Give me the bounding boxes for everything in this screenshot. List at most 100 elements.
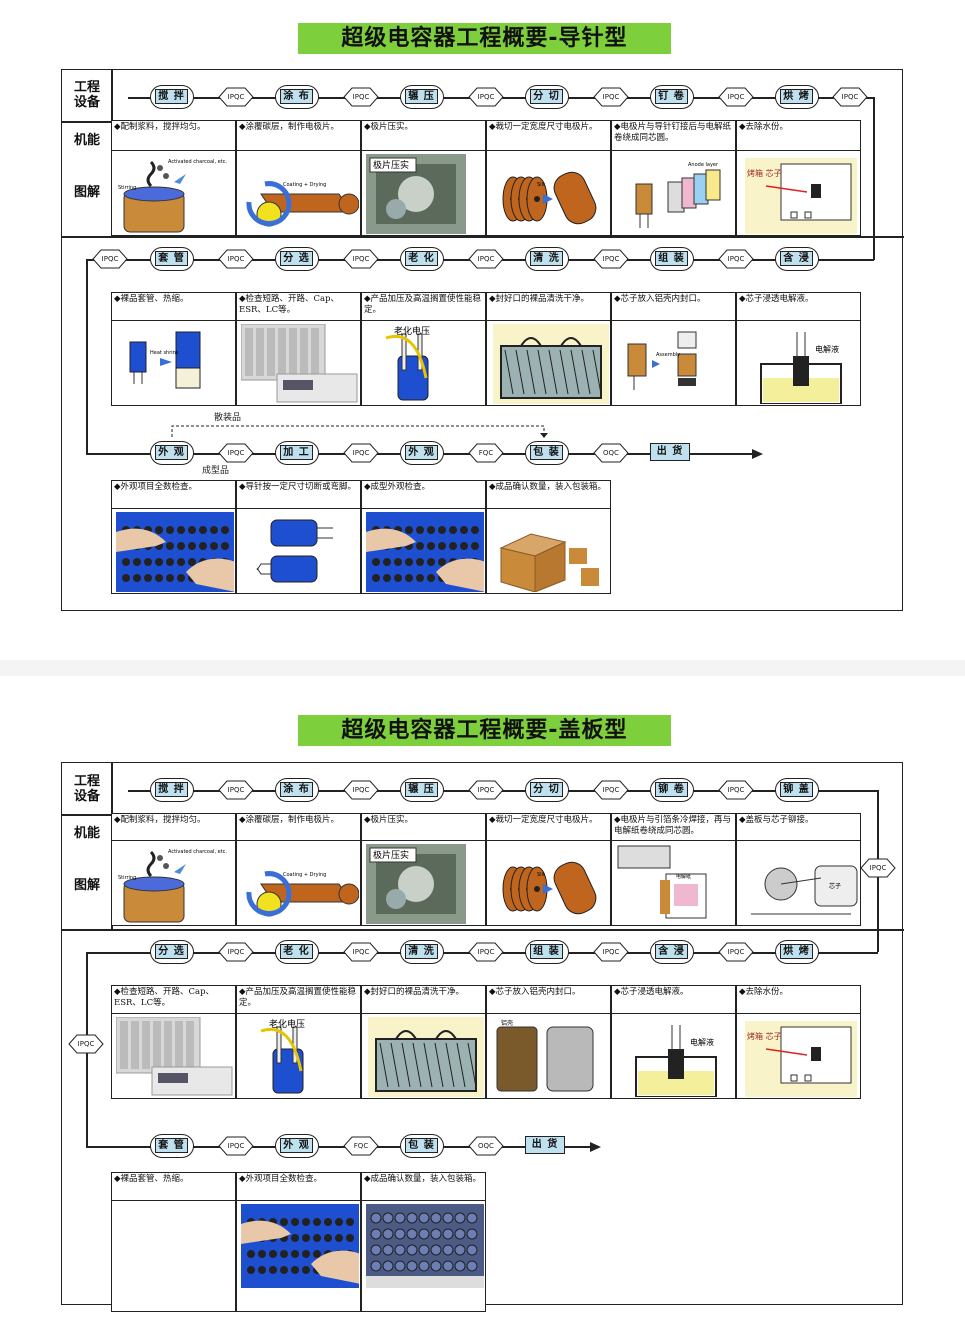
p1-r1-illustration-4: Anode layer xyxy=(616,154,734,234)
p1-r2-illustration-graphic-4: Assembly xyxy=(627,331,697,390)
p1-r1-cell-3: ◆裁切一定宽度尺寸电极片。Slit xyxy=(486,120,611,236)
svg-text:电解液: 电解液 xyxy=(690,1037,714,1047)
p2-r2-illustration-1: 老化电压 xyxy=(241,1017,359,1097)
page-title-2: 超级电容器工程概要-盖板型 xyxy=(298,715,671,746)
p2-r1-illustration-graphic-0: Activated charcoal, etc.Stirring xyxy=(118,849,227,923)
p1-step-r2-1[interactable]: 分 选 xyxy=(275,247,319,271)
p1-step-r2-4[interactable]: 组 装 xyxy=(650,247,694,271)
p1-step-r1-2[interactable]: 辗 压 xyxy=(400,85,444,109)
p2-r2-cell-0: ◆检查短路、开路、Cap、ESR、LC等。 xyxy=(111,985,236,1099)
p2-r3-illustration-2 xyxy=(366,1204,484,1310)
p1-r2-illustration-graphic-2: 老化电压 xyxy=(385,325,430,401)
p2-step-r2-3[interactable]: 组 装 xyxy=(525,940,569,964)
p1-step-r1-3-label: 分 切 xyxy=(530,89,563,104)
p2-step-r1-4[interactable]: 铆 卷 xyxy=(650,778,694,802)
p2-check-r1-4-label: IPQC xyxy=(727,786,745,794)
p1-check-r3-2: FQC xyxy=(468,443,504,463)
p2-check-r2-4-label: IPQC xyxy=(727,948,745,956)
p2-r1-desc-3: ◆裁切一定宽度尺寸电极片。 xyxy=(487,814,611,841)
p2-step-r2-4[interactable]: 含 浸 xyxy=(650,940,694,964)
p2-check-r3-1-label: FQC xyxy=(353,1142,369,1150)
p2-r2-illustration-graphic-3: 铝壳 xyxy=(496,1019,594,1092)
p1-check-r1-2-label: IPQC xyxy=(477,93,495,101)
p2-step-r1-0[interactable]: 搅 拌 xyxy=(150,778,194,802)
p2-r1-illustration-3: Slit xyxy=(491,844,609,924)
p2-r3-illustration-1 xyxy=(241,1204,359,1310)
p2-step-r2-0[interactable]: 分 选 xyxy=(150,940,194,964)
p1-step-r2-2[interactable]: 老 化 xyxy=(400,247,444,271)
p2-step-r3-2-label: 包 装 xyxy=(405,1138,438,1153)
p2-r1-cell-1: ◆涂覆碳层，制作电极片。Coating + Drying xyxy=(236,813,361,926)
p1-check-r2-3: IPQC xyxy=(468,249,504,269)
p2-check-r1-2: IPQC xyxy=(468,780,504,800)
p1-step-r2-5[interactable]: 含 浸 xyxy=(775,247,819,271)
p2-r2-cell-5: ◆去除水份。烤箱 芯子 xyxy=(736,985,861,1099)
p1-step-r3-3[interactable]: 包 装 xyxy=(525,441,569,465)
p1-r2-illustration-4: Assembly xyxy=(616,324,734,404)
svg-text:铝壳: 铝壳 xyxy=(501,1019,513,1027)
p1-r3-illustration-3 xyxy=(491,512,609,592)
p1-check-r1-2: IPQC xyxy=(468,87,504,107)
p1-r1-desc-1: ◆涂覆碳层，制作电极片。 xyxy=(237,121,361,151)
p1-step-r2-0[interactable]: 套 管 xyxy=(150,247,194,271)
p2-step-r2-2[interactable]: 清 洗 xyxy=(400,940,444,964)
svg-text:Anode layer: Anode layer xyxy=(688,162,719,168)
p2-step-r1-5[interactable]: 铆 盖 xyxy=(775,778,819,802)
p1-check-r1-1: IPQC xyxy=(343,87,379,107)
p1-r1-cell-5: ◆去除水份。烤箱 芯子 xyxy=(736,120,861,236)
p1-r3-illustration-graphic-0 xyxy=(116,512,234,592)
p2-check-r1-3: IPQC xyxy=(593,780,629,800)
svg-text:极片压实: 极片压实 xyxy=(373,159,409,171)
p2-step-r2-1[interactable]: 老 化 xyxy=(275,940,319,964)
p1-step-r1-3[interactable]: 分 切 xyxy=(525,85,569,109)
p1-r1-desc-2: ◆极片压实。 xyxy=(362,121,486,151)
p2-r2-desc-0: ◆检查短路、开路、Cap、ESR、LC等。 xyxy=(112,986,236,1014)
p1-r3-illustration-0 xyxy=(116,512,234,592)
p1-r2-desc-4: ◆芯子放入铝壳内封口。 xyxy=(612,293,736,321)
p1-step-r1-4[interactable]: 钉 卷 xyxy=(650,85,694,109)
p1-r1-illustration-graphic-0: Activated charcoal, etc.Stirring xyxy=(118,159,227,233)
svg-text:Heat shrink: Heat shrink xyxy=(150,350,179,356)
p1-r1-cell-1: ◆涂覆碳层，制作电极片。 Coating + Drying xyxy=(236,120,361,236)
page-title: 超级电容器工程概要-导针型 xyxy=(298,23,671,54)
p2-r2-desc-4: ◆芯子浸透电解液。 xyxy=(612,986,736,1014)
p2-r1-illustration-graphic-2: 极片压实 xyxy=(366,844,466,924)
p1-step-r1-1[interactable]: 涂 布 xyxy=(275,85,319,109)
p1-ship[interactable]: 出 货 xyxy=(650,443,690,461)
p1-r3-cell-1: ◆导针按一定尺寸切断或弯脚。 xyxy=(236,480,361,594)
arrow-head-icon-2 xyxy=(590,1142,601,1152)
p2-r1-illustration-0: Activated charcoal, etc.Stirring xyxy=(116,844,234,924)
p2-r3-desc-2: ◆成品确认数量，装入包装箱。 xyxy=(362,1173,486,1201)
p1-step-r2-4-label: 组 装 xyxy=(655,251,688,266)
panel-cover-type: 超级电容器工程概要-盖板型 工程 设备 机能 图解 搅 拌涂 布辗 压分 切铆 … xyxy=(0,676,965,1320)
p2-step-r3-0[interactable]: 套 管 xyxy=(150,1134,194,1158)
p1-r3-illustration-2 xyxy=(366,512,484,592)
p2-step-r3-1[interactable]: 外 观 xyxy=(275,1134,319,1158)
p1-r3-desc-0: ◆外观项目全数检查。 xyxy=(112,481,236,509)
p2-check-r1-0-label: IPQC xyxy=(227,786,245,794)
p1-r1-illustration-graphic-1: Coating + Drying xyxy=(246,181,359,227)
p2-step-r2-5[interactable]: 烘 烤 xyxy=(775,940,819,964)
p1-step-r3-0[interactable]: 外 观 xyxy=(150,441,194,465)
p2-check-r1-1: IPQC xyxy=(343,780,379,800)
p1-step-r1-5[interactable]: 烘 烤 xyxy=(775,85,819,109)
p1-r1-illustration-graphic-2: 极片压实 xyxy=(366,154,466,234)
p2-ship[interactable]: 出 货 xyxy=(525,1136,565,1154)
p1-step-r2-3[interactable]: 清 洗 xyxy=(525,247,569,271)
p2-r2-desc-5: ◆去除水份。 xyxy=(737,986,861,1014)
p2-r3-illustration-graphic-2 xyxy=(366,1204,484,1288)
svg-text:Stirring: Stirring xyxy=(118,185,136,191)
p1-step-r1-2-label: 辗 压 xyxy=(405,89,438,104)
p2-check-r3-0: IPQC xyxy=(218,1136,254,1156)
p2-step-r1-1[interactable]: 涂 布 xyxy=(275,778,319,802)
p1-check-r1-3: IPQC xyxy=(593,87,629,107)
p2-step-r1-3[interactable]: 分 切 xyxy=(525,778,569,802)
p2-step-r1-2[interactable]: 辗 压 xyxy=(400,778,444,802)
p1-r2-desc-1: ◆检查短路、开路、Cap、ESR、LC等。 xyxy=(237,293,361,321)
p1-r2-cell-4: ◆芯子放入铝壳内封口。 Assembly xyxy=(611,292,736,406)
p1-step-r1-0[interactable]: 搅 拌 xyxy=(150,85,194,109)
p2-step-r3-2[interactable]: 包 装 xyxy=(400,1134,444,1158)
p1-step-r3-2[interactable]: 外 观 xyxy=(400,441,444,465)
p1-step-r2-5-label: 含 浸 xyxy=(780,251,813,266)
p1-step-r3-1[interactable]: 加 工 xyxy=(275,441,319,465)
